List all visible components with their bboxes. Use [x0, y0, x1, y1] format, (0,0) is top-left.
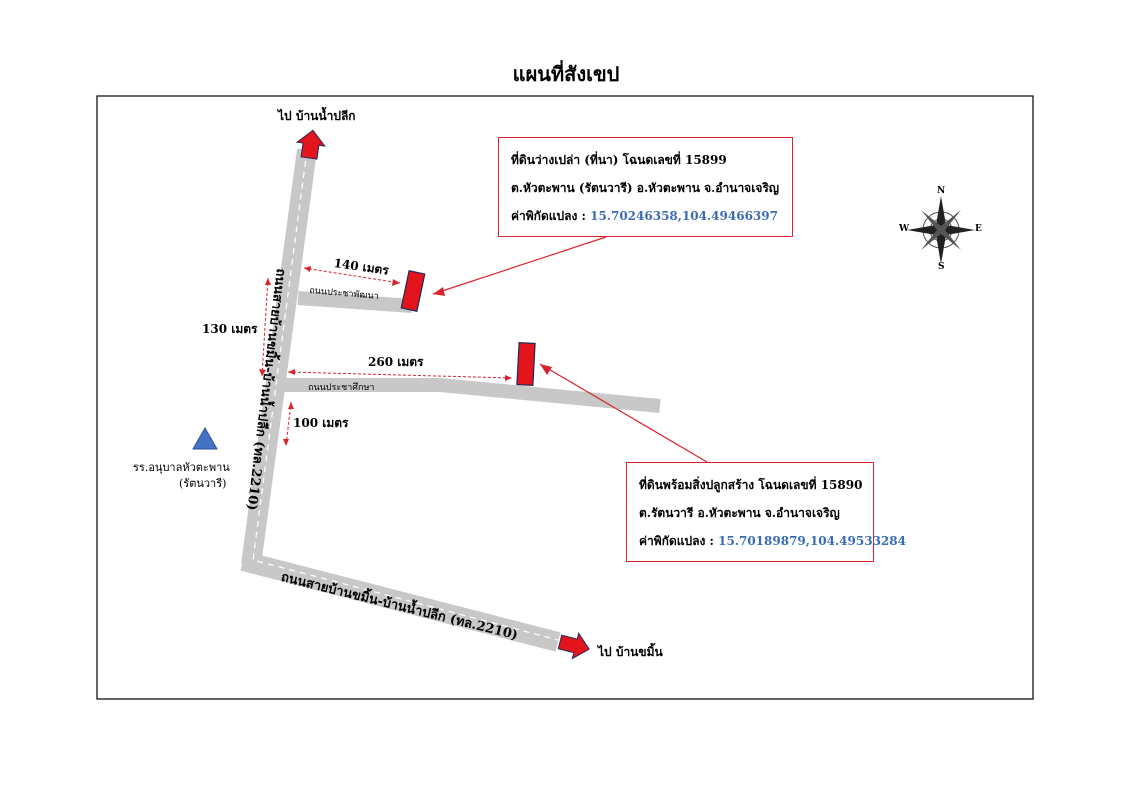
leader-arrow-parcel-1: [433, 287, 445, 296]
parcel-1-line1: ที่ดินว่างเปล่า (ที่นา) โฉนดเลขที่ 15899: [511, 153, 727, 167]
parcel-2-line1: ที่ดินพร้อมสิ่งปลูกสร้าง โฉนดเลขที่ 1589…: [639, 478, 863, 492]
destination-south-label: ไป บ้านขมิ้น: [598, 645, 663, 659]
compass-s: S: [938, 262, 945, 272]
map-frame: [96, 95, 1034, 700]
page-title: แผนที่สังเขป: [512, 62, 620, 86]
road-pracha-suksa: [278, 378, 661, 413]
road-centerline: [252, 149, 559, 641]
parcel-1-line2: ต.หัวตะพาน (รัตนวารี) อ.หัวตะพาน จ.อำนาจ…: [511, 181, 780, 195]
dimension-lines: [261, 267, 513, 447]
distance-130-label: 130 เมตร: [202, 322, 258, 336]
school-label-line2: (รัตนวารี): [179, 477, 227, 490]
parcel-2-infobox: ที่ดินพร้อมสิ่งปลูกสร้าง โฉนดเลขที่ 1589…: [626, 462, 906, 562]
destination-north-label: ไป บ้านน้ำปลีก: [278, 109, 356, 123]
parcel-1-coord-value: 15.70246358,104.49466397: [590, 209, 778, 223]
compass-n: N: [937, 186, 946, 196]
compass-rose-icon: [907, 196, 975, 264]
leader-line-parcel-2: [539, 363, 708, 463]
arrow-to-south-icon: [557, 632, 590, 660]
leader-arrow-parcel-2: [540, 364, 552, 375]
leader-line-parcel-1: [432, 236, 607, 295]
dimension-arrowheads: [259, 266, 512, 446]
distance-100-label: 100 เมตร: [293, 416, 349, 430]
dimension-130: [261, 277, 269, 377]
dimension-260: [287, 371, 513, 379]
dimension-100: [285, 401, 292, 447]
school-triangle-icon[interactable]: [192, 426, 218, 450]
main-road-bottom: [240, 551, 561, 652]
compass-e: E: [975, 224, 982, 234]
road-label-pracha-suksa: ถนนประชาศึกษา: [308, 383, 375, 393]
parcel-15890[interactable]: [516, 341, 536, 387]
parcel-1-infobox: ที่ดินว่างเปล่า (ที่นา) โฉนดเลขที่ 15899…: [498, 137, 793, 237]
school-label-line1: รร.อนุบาลหัวตะพาน: [133, 461, 230, 474]
parcel-1-coord: ค่าพิกัดแปลง : 15.70246358,104.49466397: [511, 202, 780, 230]
road-network: [240, 148, 661, 652]
road-pracha-pattana: [297, 291, 413, 313]
arrow-to-north-icon: [295, 129, 326, 160]
dimension-140: [303, 267, 401, 284]
distance-260-label: 260 เมตร: [368, 355, 424, 369]
parcel-1-coord-label: ค่าพิกัดแปลง :: [511, 209, 586, 223]
parcel-2-coord-value: 15.70189879,104.49533284: [718, 534, 906, 548]
parcel-2-coord: ค่าพิกัดแปลง : 15.70189879,104.49533284: [639, 527, 906, 555]
parcel-2-line2: ต.รัตนวารี อ.หัวตะพาน จ.อำนาจเจริญ: [639, 506, 840, 520]
parcel-15899[interactable]: [400, 270, 426, 312]
parcel-2-coord-label: ค่าพิกัดแปลง :: [639, 534, 714, 548]
compass-w: W: [899, 224, 910, 234]
